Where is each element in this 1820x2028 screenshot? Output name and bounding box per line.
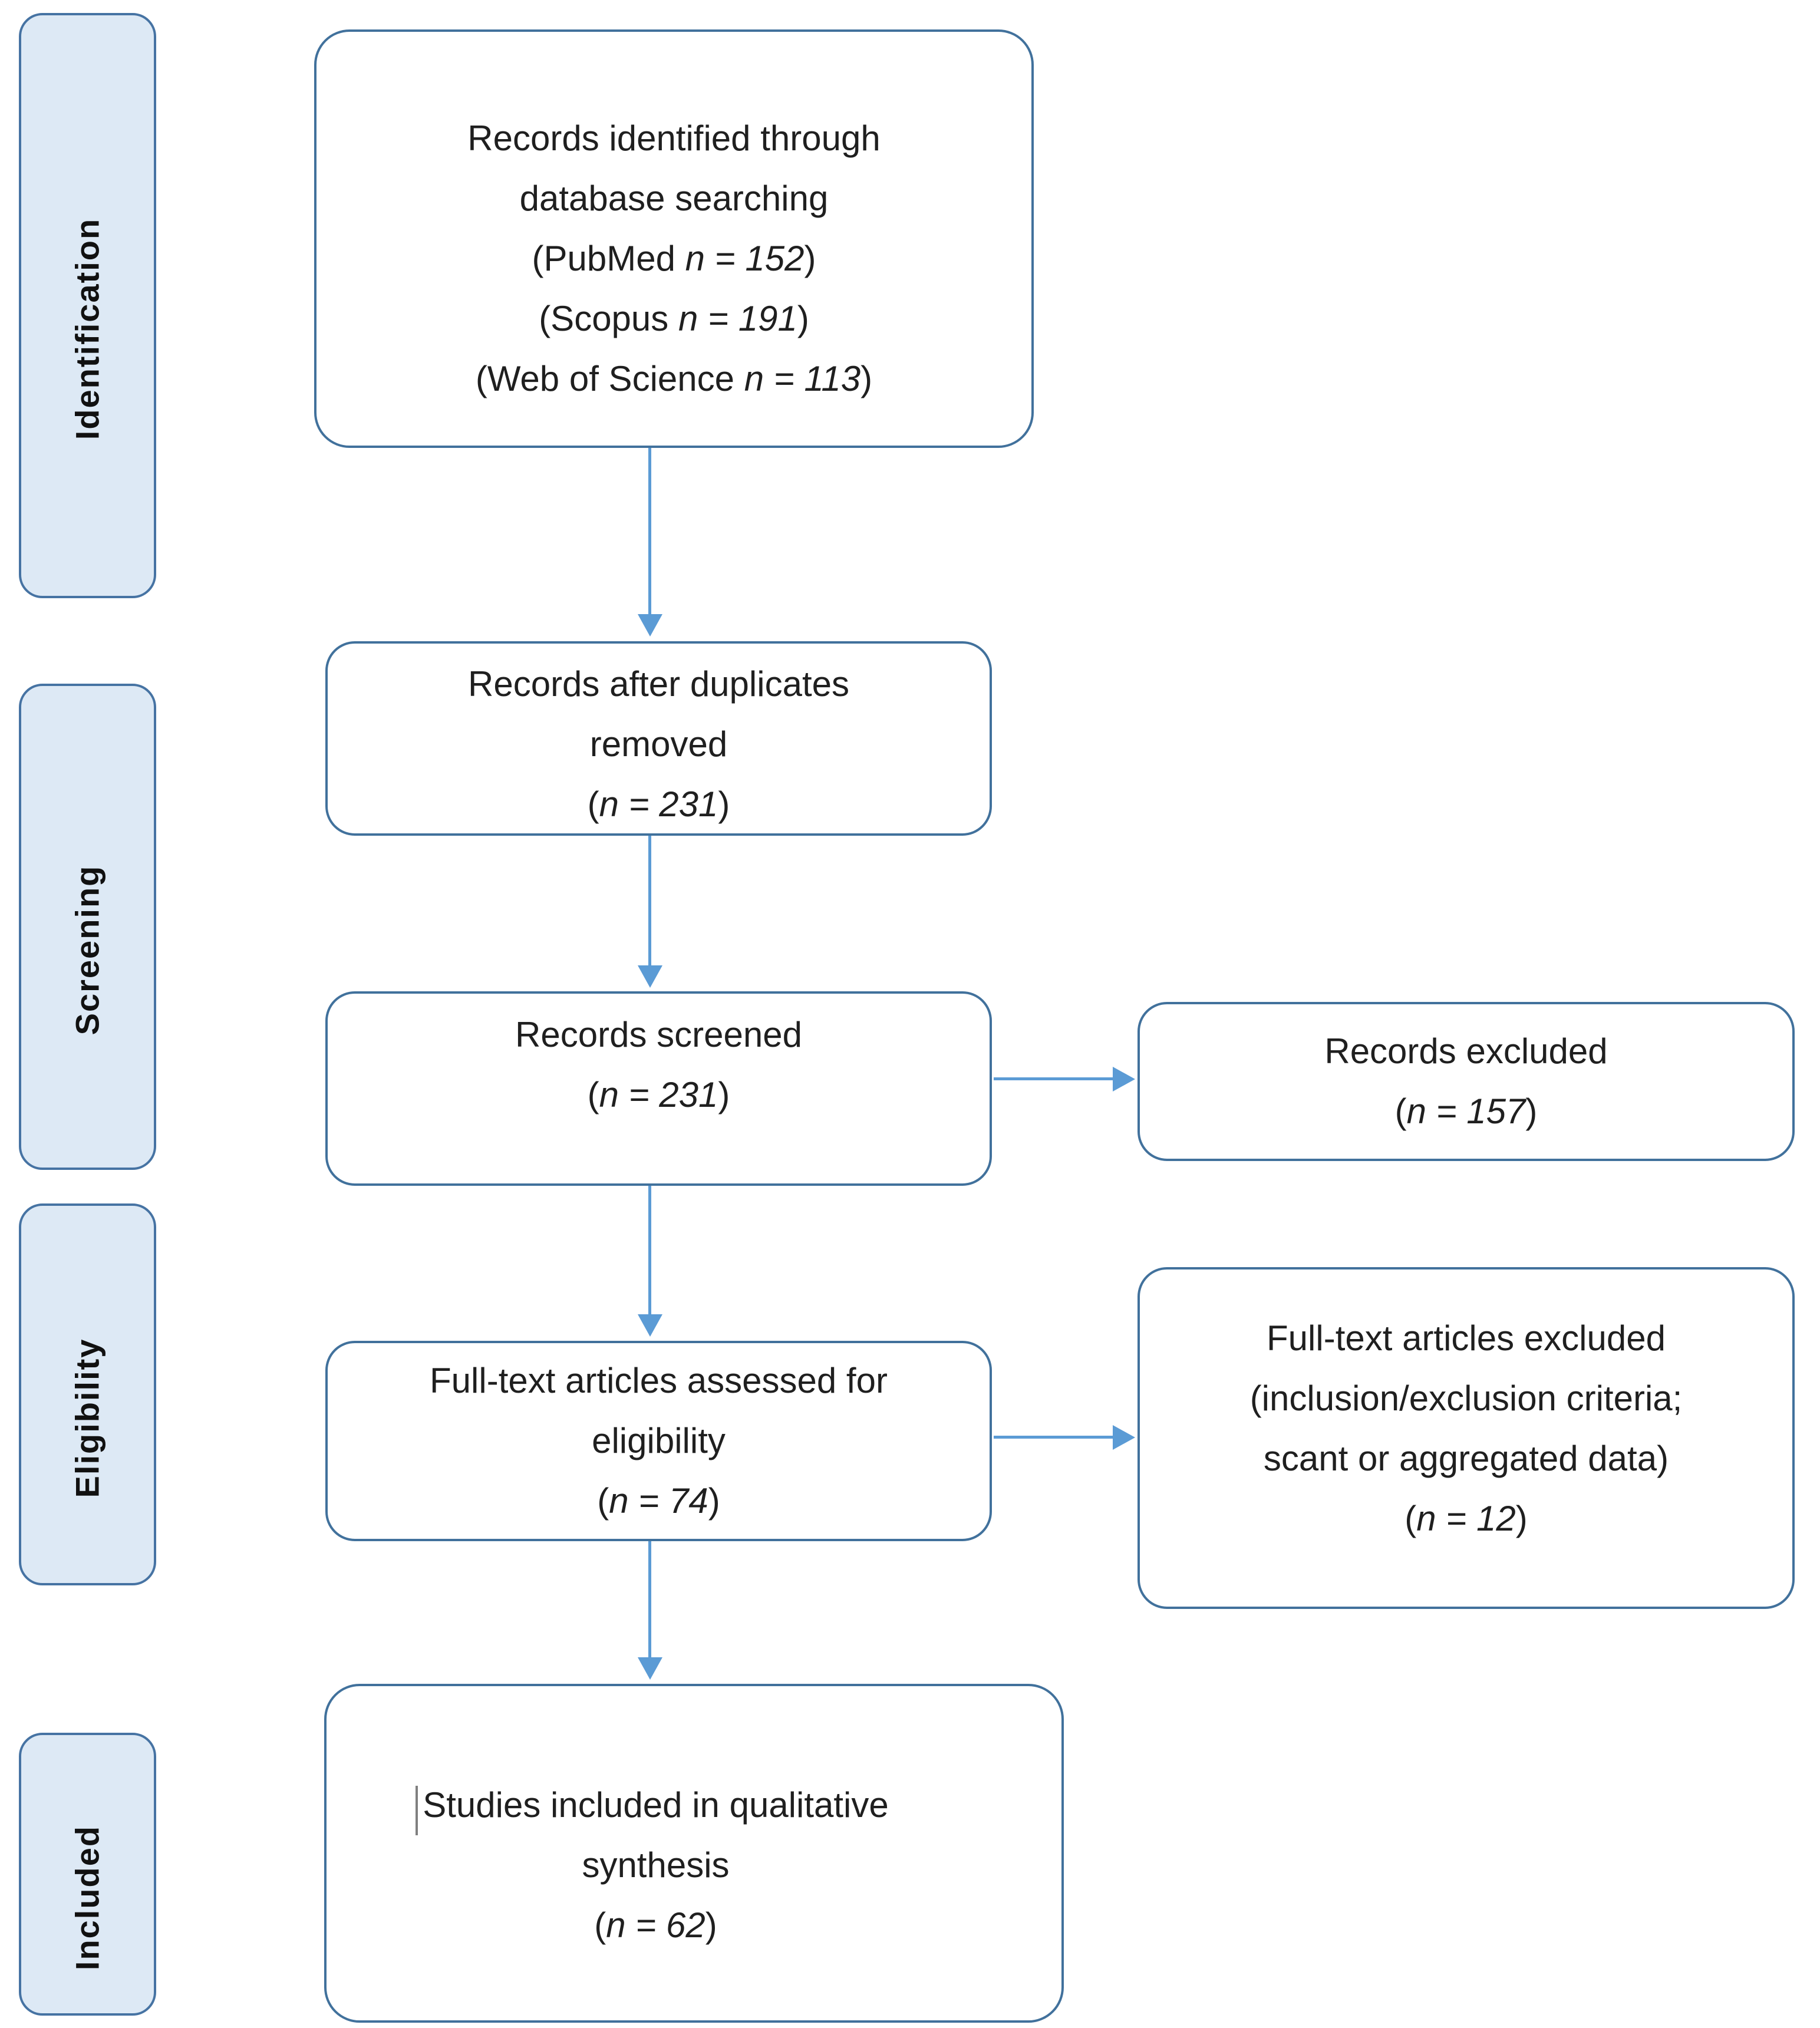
n-value: n = 113 bbox=[744, 359, 861, 398]
arrowhead-down-icon bbox=[638, 1657, 662, 1680]
text-segment: ) bbox=[797, 299, 809, 338]
box-line: database searching bbox=[520, 169, 829, 229]
text-segment: ) bbox=[708, 1481, 720, 1521]
arrow-right-icon bbox=[994, 1077, 1113, 1080]
text-segment: ( bbox=[597, 1481, 609, 1521]
box-line: eligibility bbox=[592, 1411, 726, 1471]
box-content: Records screened (n = 231) bbox=[515, 1005, 802, 1125]
box-content: Studies included in qualitative synthesi… bbox=[423, 1775, 965, 1956]
text-segment: Records after duplicates bbox=[468, 664, 849, 704]
text-segment: scant or aggregated data) bbox=[1263, 1439, 1669, 1478]
text-segment: ) bbox=[718, 784, 730, 824]
n-value: n = 231 bbox=[599, 784, 718, 824]
text-segment: ) bbox=[860, 359, 873, 398]
stage-box-screening bbox=[19, 684, 156, 1170]
box-line: synthesis bbox=[582, 1835, 729, 1895]
text-segment: ) bbox=[705, 1905, 717, 1945]
text-segment: synthesis bbox=[582, 1845, 730, 1885]
stage-label-included: Included bbox=[68, 1825, 106, 1971]
box-line: (n = 62) bbox=[594, 1895, 717, 1956]
box-line: Records identified through bbox=[467, 108, 880, 169]
text-segment: Records screened bbox=[515, 1015, 802, 1054]
text-segment: (Web of Science bbox=[475, 359, 744, 398]
flow-box-fulltext-assessed: Full-text articles assessed for eligibil… bbox=[325, 1341, 992, 1541]
flow-box-records-screened: Records screened (n = 231) bbox=[325, 991, 992, 1186]
text-segment: Records identified through bbox=[467, 118, 881, 158]
text-segment: ) bbox=[1525, 1092, 1538, 1131]
text-segment: ( bbox=[594, 1905, 606, 1945]
text-segment: Records excluded bbox=[1324, 1031, 1608, 1071]
box-line: (inclusion/exclusion criteria; bbox=[1250, 1369, 1683, 1429]
box-content: Full-text articles excluded (inclusion/e… bbox=[1250, 1308, 1683, 1549]
flow-box-records-excluded: Records excluded (n = 157) bbox=[1138, 1002, 1795, 1161]
text-segment: ) bbox=[718, 1075, 730, 1114]
stage-label-identification: Identification bbox=[68, 217, 106, 440]
n-value: n = 191 bbox=[678, 299, 797, 338]
n-value: n = 62 bbox=[606, 1905, 705, 1945]
arrow-down-icon bbox=[648, 836, 651, 965]
arrowhead-right-icon bbox=[1113, 1067, 1135, 1092]
text-segment: (PubMed bbox=[532, 239, 685, 278]
text-segment: (inclusion/exclusion criteria; bbox=[1249, 1379, 1683, 1418]
stage-label-screening: Screening bbox=[68, 865, 106, 1036]
arrowhead-down-icon bbox=[638, 1314, 662, 1337]
box-line: (n = 12) bbox=[1404, 1489, 1527, 1549]
box-content: Records excluded (n = 157) bbox=[1324, 1021, 1607, 1142]
box-content: Records after duplicates removed (n = 23… bbox=[468, 654, 849, 835]
text-segment: ) bbox=[804, 239, 816, 278]
box-content: Full-text articles assessed for eligibil… bbox=[430, 1351, 888, 1531]
text-segment: ( bbox=[1394, 1092, 1407, 1131]
stage-box-eligibility bbox=[19, 1203, 156, 1585]
box-line: Records excluded bbox=[1324, 1021, 1607, 1081]
text-cursor-artifact bbox=[416, 1786, 418, 1835]
n-value: n = 157 bbox=[1406, 1092, 1526, 1131]
text-segment: ( bbox=[587, 1075, 599, 1114]
flow-box-records-identified: Records identified through database sear… bbox=[314, 29, 1034, 448]
box-content: Records identified through database sear… bbox=[467, 108, 880, 409]
text-segment: database searching bbox=[519, 179, 829, 218]
box-line: (Scopus n = 191) bbox=[539, 289, 809, 349]
stage-box-included bbox=[19, 1733, 156, 2016]
box-line: removed bbox=[590, 714, 727, 774]
n-value: n = 152 bbox=[685, 239, 805, 278]
text-segment: eligibility bbox=[592, 1421, 726, 1460]
arrowhead-down-icon bbox=[638, 614, 662, 637]
stage-box-identification bbox=[19, 13, 156, 598]
text-segment: Full-text articles excluded bbox=[1267, 1318, 1666, 1358]
flow-box-fulltext-excluded: Full-text articles excluded (inclusion/e… bbox=[1138, 1267, 1795, 1609]
text-segment: Studies included in qualitative bbox=[423, 1785, 889, 1825]
box-line: (n = 231) bbox=[588, 774, 730, 835]
box-line: Records screened bbox=[515, 1005, 802, 1065]
box-line: Full-text articles assessed for bbox=[430, 1351, 888, 1411]
arrowhead-down-icon bbox=[638, 965, 662, 988]
box-line: Records after duplicates bbox=[468, 654, 849, 714]
n-value: n = 231 bbox=[599, 1075, 718, 1114]
flow-box-duplicates-removed: Records after duplicates removed (n = 23… bbox=[325, 641, 992, 836]
box-line: (n = 157) bbox=[1395, 1081, 1538, 1142]
text-segment: Full-text articles assessed for bbox=[430, 1361, 888, 1400]
text-segment: (Scopus bbox=[539, 299, 678, 338]
stage-label-eligibility: Eligibility bbox=[68, 1338, 106, 1498]
box-line: (PubMed n = 152) bbox=[532, 229, 816, 289]
arrow-down-icon bbox=[648, 448, 651, 614]
box-line: scant or aggregated data) bbox=[1264, 1429, 1669, 1489]
arrow-down-icon bbox=[648, 1186, 651, 1314]
text-segment: ( bbox=[1404, 1499, 1417, 1538]
text-segment: removed bbox=[589, 724, 728, 764]
arrow-down-icon bbox=[648, 1541, 651, 1657]
arrowhead-right-icon bbox=[1113, 1425, 1135, 1450]
text-segment: ) bbox=[1515, 1499, 1528, 1538]
n-value: n = 74 bbox=[609, 1481, 708, 1521]
box-line: (n = 74) bbox=[597, 1471, 720, 1531]
box-line: Studies included in qualitative bbox=[423, 1775, 889, 1835]
box-line: (Web of Science n = 113) bbox=[476, 349, 872, 409]
box-line: Full-text articles excluded bbox=[1267, 1308, 1666, 1369]
arrow-right-icon bbox=[994, 1436, 1113, 1439]
box-line: (n = 231) bbox=[588, 1065, 730, 1125]
text-segment: ( bbox=[587, 784, 599, 824]
flow-box-studies-included: Studies included in qualitative synthesi… bbox=[324, 1684, 1064, 2023]
n-value: n = 12 bbox=[1416, 1499, 1516, 1538]
